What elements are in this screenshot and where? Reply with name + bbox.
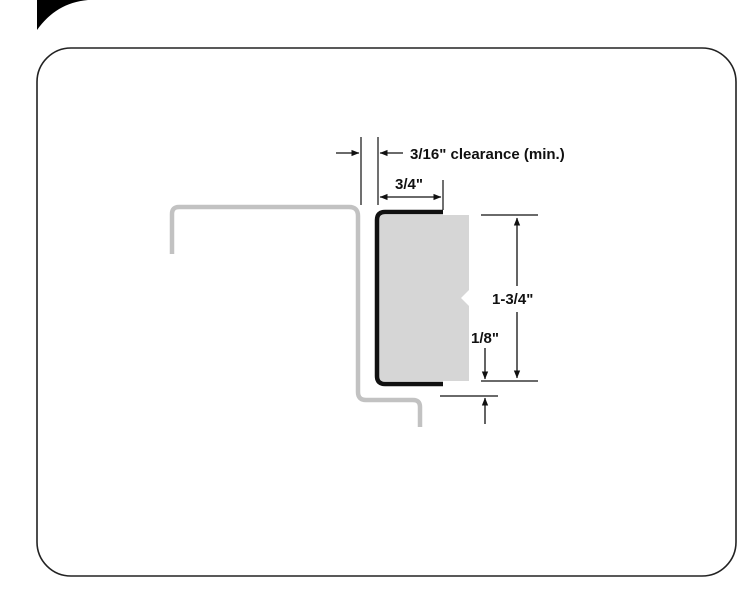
panel-shaded-area <box>379 215 469 381</box>
width-label: 3/4" <box>395 176 423 193</box>
offset-label: 1/8" <box>471 330 499 347</box>
height-label: 1-3/4" <box>492 291 533 308</box>
black-channel-profile <box>374 209 443 387</box>
gray-mounting-profile <box>169 204 423 427</box>
corner-tab <box>37 0 88 30</box>
clearance-label: 3/16" clearance (min.) <box>410 146 565 163</box>
